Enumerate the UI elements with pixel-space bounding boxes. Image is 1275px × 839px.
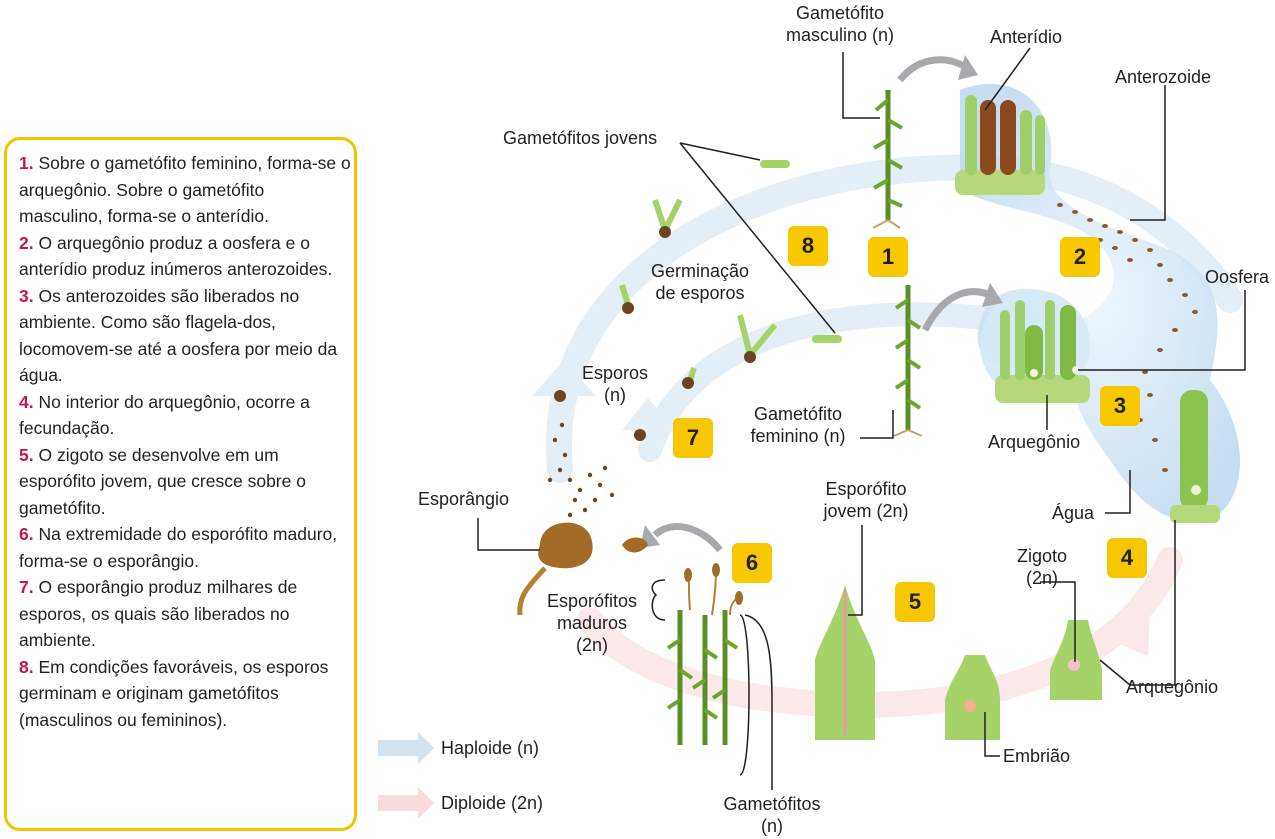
label-gametofito-feminino: Gametófito feminino (n) [750,404,846,446]
label-germinacao: Germinação de esporos [650,261,750,303]
label-zigoto: Zigoto (2n) [1016,546,1068,588]
badge-3: 3 [1100,386,1140,426]
badge-5: 5 [895,582,935,622]
label-embriao: Embrião [1003,746,1071,766]
haploide-arrowhead-left [532,360,596,396]
badge-1: 1 [868,237,908,277]
haploide-inner-arc [638,302,1012,462]
germination-illustration [554,160,842,441]
step-3: 3. Os anterozoides são liberados no ambi… [19,285,338,386]
label-esporos: Esporos (n) [581,363,649,405]
gametofito-masculino-plant [872,90,903,229]
haploide-outer-arc [545,154,1243,483]
esporangio-illustration [517,522,648,616]
label-anterozoide: Anterozoide [1115,67,1212,87]
arquegonio-illustration [980,290,1090,403]
diploide-key-arrow [378,787,434,819]
label-esporangio: Esporângio [418,489,510,509]
step-1: 1. Sobre o gametófito feminino, forma-se… [19,153,351,226]
step-4: 4. No interior do arquegônio, ocorre a f… [19,391,310,439]
zigoto-illustration [1050,620,1102,700]
diploide-arrowhead [1110,612,1150,656]
haploide-key-arrow [378,732,434,764]
step-7: 7. O esporângio produz milhares de espor… [19,577,298,650]
haploide-arrowhead-inner [622,398,676,432]
arquegonio-oosfera-illustration [1170,390,1220,523]
step-6: 6. Na extremidade do esporófito maduro, … [19,524,338,571]
step-8: 8. Em condições favoráveis, os esporos g… [19,656,329,730]
leader-lines [477,47,1246,790]
badge-7: 7 [673,418,713,458]
arrow-to-anteridio-head [958,55,978,80]
badge-2: 2 [1060,237,1100,277]
label-arquegonio-top: Arquegônio [988,432,1081,452]
key-haploide: Haploide (n) [441,738,540,758]
steps-box: 1. Sobre o gametófito feminino, forma-se… [4,137,357,831]
anteridio-illustration [955,95,1045,195]
key-diploide: Diploide (2n) [441,793,544,813]
arrow-esporangio-release [652,523,723,553]
label-esporofito-jovem: Esporófito jovem (2n) [823,479,909,521]
label-esporofitos-maduros: Esporófitos maduros (2n) [546,591,638,655]
spores-cloud [547,422,615,518]
label-gametofitos: Gametófitos (n) [723,794,821,836]
esporofito-jovem-illustration [815,585,875,740]
label-gametofitos-jovens: Gametófitos jovens [503,128,658,148]
gametofito-feminino-plant [893,285,923,437]
label-anteridio: Anterídio [990,27,1063,47]
label-gametofito-masculino: Gametófito masculino (n) [785,3,895,45]
badge-6: 6 [732,543,772,583]
badge-8: 8 [788,226,828,266]
arrow-to-arquegonio-head [982,283,1003,307]
steps-list: 1. Sobre o gametófito feminino, forma-se… [19,150,351,733]
step-5: 5. O zigoto se desenvolve em um esporófi… [19,444,306,518]
step-2: 2. O arquegônio produz a oosfera e o ant… [19,232,333,280]
esporofitos-maduros-illustration [666,563,743,745]
label-arquegonio-bottom: Arquegônio [1126,677,1219,697]
badge-4: 4 [1107,538,1147,578]
embriao-illustration [945,655,1000,740]
label-oosfera: Oosfera [1205,267,1270,287]
label-agua: Água [1052,503,1095,523]
